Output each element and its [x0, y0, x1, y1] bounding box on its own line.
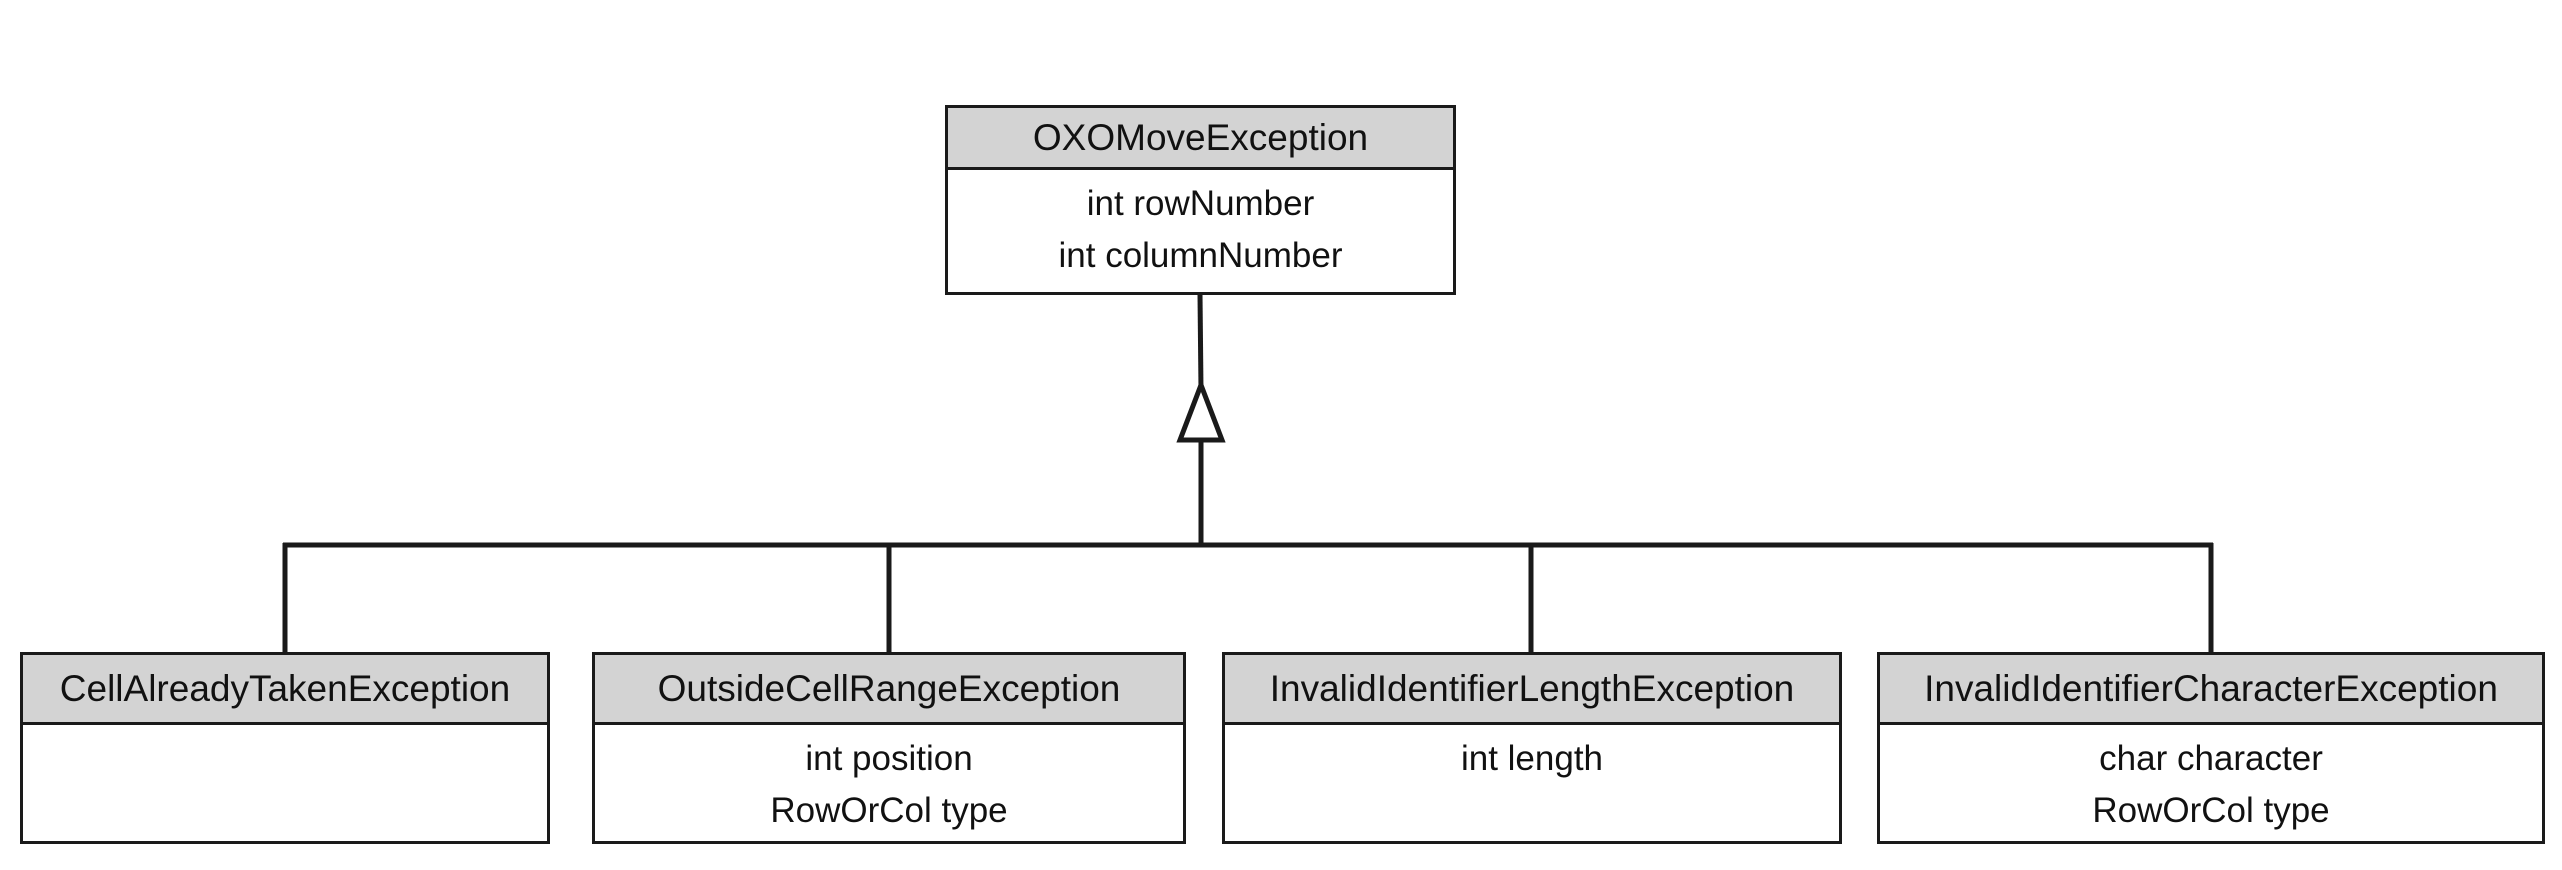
class-box-outside-cell-range-exception: OutsideCellRangeException int position R…: [592, 652, 1186, 844]
field-length: int length: [1460, 739, 1604, 778]
class-fields-oxo-move-exception: int rowNumber int columnNumber: [948, 170, 1453, 292]
class-box-invalid-identifier-length-exception: InvalidIdentifierLengthException int len…: [1222, 652, 1842, 844]
class-name-invalid-identifier-length-exception: InvalidIdentifierLengthException: [1225, 655, 1839, 725]
class-name-invalid-identifier-character-exception: InvalidIdentifierCharacterException: [1880, 655, 2542, 725]
class-fields-outside-cell-range-exception: int position RowOrCol type: [595, 725, 1183, 841]
class-fields-invalid-identifier-character-exception: char character RowOrCol type: [1880, 725, 2542, 841]
class-fields-invalid-identifier-length-exception: int length: [1225, 725, 1839, 841]
class-name-oxo-move-exception: OXOMoveException: [948, 108, 1453, 170]
field-position: int position: [805, 739, 973, 778]
class-box-cell-already-taken-exception: CellAlreadyTakenException: [20, 652, 550, 844]
class-name-outside-cell-range-exception: OutsideCellRangeException: [595, 655, 1183, 725]
class-name-cell-already-taken-exception: CellAlreadyTakenException: [23, 655, 547, 725]
field-type: RowOrCol type: [2092, 791, 2330, 830]
field-column-number: int columnNumber: [1058, 236, 1343, 275]
inheritance-arrowhead: [1176, 377, 1226, 443]
field-type: RowOrCol type: [770, 791, 1008, 830]
class-box-oxo-move-exception: OXOMoveException int rowNumber int colum…: [945, 105, 1456, 295]
class-fields-cell-already-taken-exception: [23, 725, 547, 841]
class-box-invalid-identifier-character-exception: InvalidIdentifierCharacterException char…: [1877, 652, 2545, 844]
field-character: char character: [2099, 739, 2323, 778]
field-row-number: int rowNumber: [1086, 184, 1315, 223]
parent-stem-line: [1197, 293, 1204, 391]
